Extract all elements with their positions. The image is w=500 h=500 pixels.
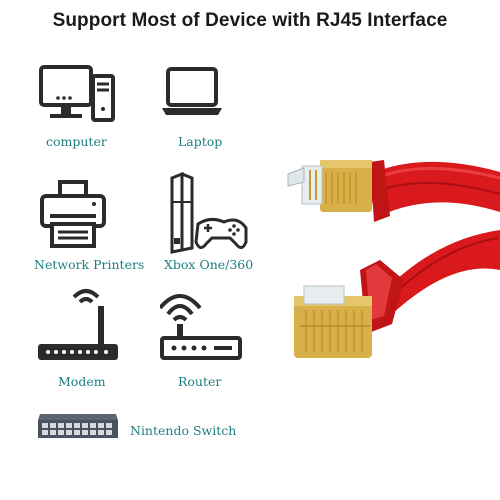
device-label-computer: computer <box>46 134 107 149</box>
device-label-modem: Modem <box>58 374 106 389</box>
rj45-cable-illustration <box>280 120 500 385</box>
computer-icon <box>38 62 116 124</box>
device-label-switch: Nintendo Switch <box>130 423 237 438</box>
game-console-icon <box>164 172 248 256</box>
device-label-laptop: Laptop <box>178 134 223 149</box>
modem-icon <box>36 288 122 362</box>
laptop-icon <box>160 66 224 118</box>
switch-icon <box>36 410 120 442</box>
router-icon <box>160 290 244 362</box>
device-label-printer: Network Printers <box>34 257 145 272</box>
device-label-router: Router <box>178 374 222 389</box>
device-label-console: Xbox One/360 <box>164 257 254 272</box>
printer-icon <box>38 180 110 250</box>
page-title: Support Most of Device with RJ45 Interfa… <box>52 10 448 31</box>
